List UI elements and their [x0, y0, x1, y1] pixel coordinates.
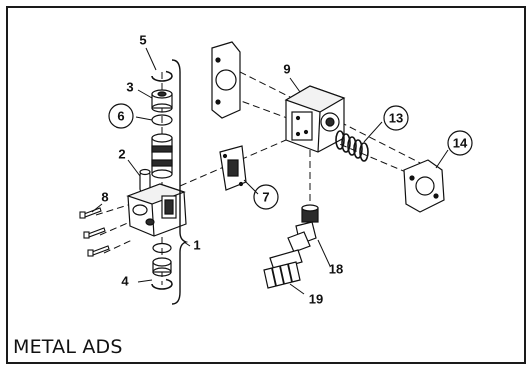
flange-plate-14: [403, 159, 445, 213]
handle-19: [263, 249, 303, 289]
callout-circle-13: [383, 105, 409, 131]
bushing-3: [151, 89, 173, 113]
spool-cartridge: [151, 133, 173, 179]
fitting-18: [287, 204, 319, 253]
callout-19: 19: [309, 291, 323, 306]
valve-housing-9: [284, 85, 346, 153]
plug-4: [152, 257, 172, 277]
gasket-plate-7: [219, 145, 247, 191]
callout-6: 6: [117, 108, 124, 123]
callout-14: 14: [453, 135, 468, 150]
callout-circle-6: [108, 103, 134, 129]
callout-5: 5: [139, 32, 146, 47]
callout-18: 18: [329, 261, 343, 276]
valve-body-1: [126, 183, 187, 237]
spring-13: [335, 130, 369, 162]
callout-circle-7: [253, 184, 279, 210]
flange-plate-9: [211, 41, 241, 119]
callout-13: 13: [389, 110, 403, 125]
callout-7: 7: [262, 189, 269, 204]
callout-1: 1: [193, 237, 200, 252]
diagram-caption: METAL ADS: [13, 336, 123, 358]
bolts-8: [79, 207, 110, 257]
leader-lines: [91, 47, 449, 295]
lower-o-ring: [152, 242, 172, 254]
diagram-frame: [6, 6, 526, 364]
lower-snap-ring: [151, 278, 173, 290]
assembly-brace-1: [171, 59, 189, 305]
snap-ring-5: [151, 70, 173, 82]
callout-3: 3: [126, 79, 133, 94]
callout-8: 8: [101, 189, 108, 204]
callout-circle-14: [447, 130, 473, 156]
callout-2: 2: [118, 146, 125, 161]
callout-9: 9: [283, 61, 290, 76]
callout-4: 4: [121, 273, 129, 288]
